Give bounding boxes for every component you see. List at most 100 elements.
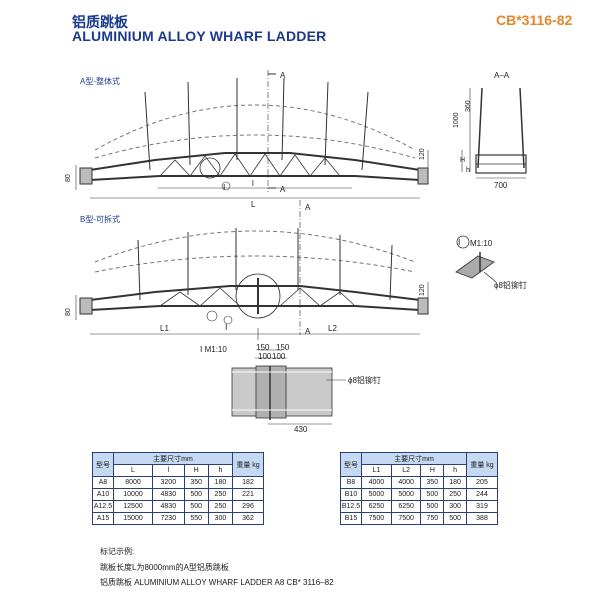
dim-120-a: 120 [419,148,426,160]
type-b-label: B型-可拆式 [80,214,120,224]
cell: 221 [232,488,264,501]
col-L: L [112,464,154,477]
col-H: H [183,464,209,477]
cell: 5000 [361,488,392,501]
cell: B10 [340,488,362,501]
notes-line-1: 跳板长度L为8000mm的A型铝质跳板 [100,563,229,572]
col-L2: L2 [390,464,422,477]
section-mark-b-top: A [305,203,311,212]
detail-scale-joint: Ⅰ M1:10 [200,345,227,354]
cell: 4830 [152,500,185,513]
cell: 182 [232,476,264,489]
cell: B15 [340,512,362,525]
cell: A8 [92,476,114,489]
cell: 500 [183,500,209,513]
cell: 180 [443,476,467,489]
detail-mark-a: Ⅰ [223,183,225,192]
col-H: H [420,464,445,477]
col-L1: L1 [361,464,392,477]
col-l: l [152,464,185,477]
dim-360: 360 [465,100,472,112]
cell: 300 [443,500,467,513]
notes-line-2: 铝质跳板 ALUMINIUM ALLOY WHARF LADDER A8 CB*… [100,578,334,587]
section-mark-a-bottom: A [280,185,286,194]
col-weight: 重量 kg [466,452,498,477]
detail-scale-small: M1:10 [470,239,493,248]
cell: A15 [92,512,114,525]
cell: 350 [183,476,209,489]
detail-mark-small: Ⅰ [458,238,460,247]
dim-430: 430 [294,425,308,434]
cell: 6250 [390,500,422,513]
cell: 244 [466,488,498,501]
dim-100-a: 100 [258,352,272,361]
technical-drawing: A型-整体式 A A L l 80 120 Ⅰ A–A 360 1000 H h… [65,70,527,434]
cell: 500 [183,488,209,501]
col-model: 型号 [340,452,362,477]
notes-heading: 标记示例: [100,547,135,556]
col-h: h [207,464,234,477]
cell: 10000 [112,488,154,501]
cell: 750 [420,512,445,525]
cell: 4000 [390,476,422,489]
rivet-detail-small [455,235,497,283]
dim-150-a: 150 [256,343,270,352]
cell: A10 [92,488,114,501]
cell: 250 [207,488,234,501]
cell: 205 [466,476,498,489]
joint-detail [231,349,346,425]
detail-mark-b: Ⅰ [225,323,227,332]
standard-code: CB*3116-82 [496,12,573,28]
type-b-elevation [75,200,429,340]
dim-L1: L1 [160,324,169,333]
cell: 300 [207,512,234,525]
cell: 388 [466,512,498,525]
section-mark-a-top: A [280,71,286,80]
dim-700: 700 [494,181,508,190]
cell: B12.5 [340,500,362,513]
cell: B8 [340,476,362,489]
title-chinese: 铝质跳板 [72,14,128,30]
dim-L: L [251,200,256,209]
cell: 12500 [112,500,154,513]
cell: 3200 [152,476,185,489]
cell: 8000 [112,476,154,489]
col-weight: 重量 kg [232,452,264,477]
title-english: ALUMINIUM ALLOY WHARF LADDER [72,28,327,44]
cell: 350 [420,476,445,489]
col-model: 型号 [92,452,114,477]
cell: 7500 [390,512,422,525]
cell: 4000 [361,476,392,489]
dim-150-b: 150 [276,343,290,352]
rivet-label-joint: ϕ8铝铆钉 [348,375,381,385]
rivet-label-small: ϕ8铝铆钉 [494,280,527,290]
dim-1000: 1000 [453,112,460,128]
main-dims-header: 主要尺寸mm [361,452,467,465]
section-a-a-view [461,87,527,179]
dim-100-b: 100 [272,352,286,361]
cell: 319 [466,500,498,513]
type-a-elevation [75,70,429,199]
section-title: A–A [494,71,510,80]
cell: 7230 [152,512,185,525]
col-h: h [443,464,467,477]
cell: 7500 [361,512,392,525]
main-dims-header: 主要尺寸mm [113,452,233,465]
cell: 550 [183,512,209,525]
cell: 5000 [390,488,422,501]
cell: 296 [232,500,264,513]
cell: 6250 [361,500,392,513]
dim-H: H [460,157,465,164]
dim-L2: L2 [328,324,337,333]
dim-80-b: 80 [65,308,72,316]
dim-120-b: 120 [419,284,426,296]
cell: 500 [420,488,445,501]
